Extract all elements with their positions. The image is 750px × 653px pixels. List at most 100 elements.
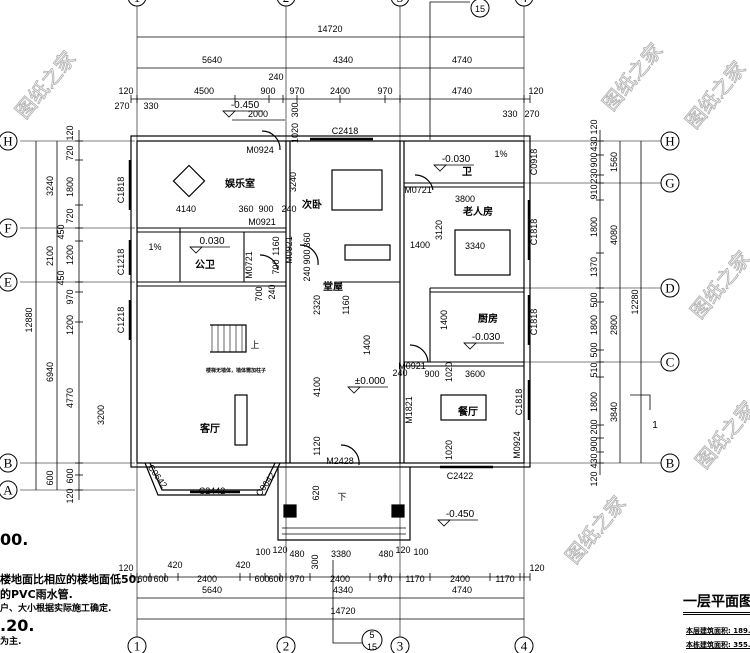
inner-dim: 900 (302, 249, 312, 264)
grid-label-left-circle (0, 453, 18, 473)
inner-dim: 3200 (96, 405, 106, 425)
dim-bottom-bay: 4740 (452, 585, 472, 595)
inner-dim: 1160 (341, 295, 351, 314)
detail-ref-sheet: 15 (475, 4, 485, 14)
opening-code: M0921 (398, 361, 426, 371)
opening-code: C2442 (199, 486, 226, 496)
bed (454, 229, 511, 276)
door-swing (261, 130, 281, 151)
note-line: 楼地面比相应的楼地面低50. (0, 573, 141, 586)
column (283, 504, 297, 518)
note-line: 户、大小根据实际施工确定. (0, 604, 112, 614)
opening-code: M0924 (246, 145, 274, 155)
dim-right-detail: 900 (589, 436, 599, 451)
note-line: .20. (0, 616, 35, 635)
bay-window (144, 462, 281, 496)
dim-right-detail: 910 (589, 184, 599, 199)
dim-bottom-porch: 120 (395, 545, 410, 555)
dim-bottom-porch: 3380 (331, 549, 351, 559)
room-label: 公卫 (195, 259, 215, 271)
section-cut-label: 1 (652, 420, 658, 431)
opening-code: C0918 (529, 149, 539, 176)
bay-window-inner (149, 462, 276, 491)
opening-code: C1218 (116, 307, 126, 334)
grid-label-top: 1 (134, 0, 141, 5)
detail-ref-circle (470, 0, 490, 18)
elevation-mark: -0.030 (472, 332, 501, 343)
opening-code: C1818 (514, 389, 524, 416)
opening-code: C1818 (116, 177, 126, 204)
inner-dim: 3240 (288, 172, 298, 192)
dim-right-detail: 1800 (589, 315, 599, 335)
dim-bottom-detail: 420 (167, 560, 182, 570)
opening-code: C2418 (332, 126, 359, 136)
elevation-mark: ±0.000 (355, 376, 386, 387)
opening-code: M1821 (404, 396, 414, 424)
inner-dim: 2320 (312, 295, 322, 315)
dim-right-detail: 900 (589, 152, 599, 167)
dim-right-mid: 4080 (609, 225, 619, 245)
section-cut-mark (630, 394, 651, 410)
grid-label-right: D (665, 281, 674, 296)
dim-left-detail: 120 (65, 125, 75, 140)
dim-top-detail: 970 (289, 86, 304, 96)
section-ref-sheet: 15 (367, 642, 377, 652)
dim-left-detail: 1800 (65, 177, 75, 197)
dim-right-detail: 500 (589, 292, 599, 307)
dim-bottom-porch: 480 (289, 549, 304, 559)
floor-slope: 1% (148, 242, 161, 252)
dim-bottom-porch: 480 (378, 549, 393, 559)
porch-down-label: 下 (337, 492, 346, 502)
grid-label-bottom-circle (127, 636, 147, 653)
dim-bottom-porch: 300 (310, 554, 320, 569)
dim-top-misc: 330 (502, 109, 517, 119)
dim-right-detail: 430 (589, 453, 599, 468)
drawing-title: 一层平面图 (683, 591, 750, 615)
inner-dim: 700 (254, 286, 264, 301)
dim-top-detail: 120 (528, 86, 543, 96)
opening-code: C2422 (447, 471, 474, 481)
inner-dim: 240 (267, 284, 277, 299)
grid-label-left: H (3, 134, 12, 149)
inner-dim: 1020 (444, 440, 454, 460)
dim-top-bay: 4340 (333, 55, 353, 65)
opening-code: M2428 (326, 456, 354, 466)
inner-dim: 700 (271, 259, 281, 274)
grid-label-left-circle (0, 218, 18, 238)
dim-top-misc: 270 (114, 101, 129, 111)
dim-left-mid: 6940 (45, 362, 55, 382)
dining-table (440, 394, 487, 421)
dim-left-mid: 3240 (45, 176, 55, 196)
opening-code: M0921 (284, 236, 294, 264)
dim-top-bay: 5640 (202, 55, 222, 65)
dim-top-detail: 2400 (330, 86, 350, 96)
dim-bottom-porch: 100 (255, 547, 270, 557)
elevation-triangle (222, 110, 236, 118)
dim-bottom-detail: 2400 (330, 574, 350, 584)
grid-label-right: H (665, 134, 674, 149)
grid-label-right-circle (660, 173, 680, 193)
elevation-triangle (437, 519, 451, 527)
dim-top-detail: 970 (377, 86, 392, 96)
dim-bottom-detail: 600 (137, 574, 152, 584)
stair (210, 324, 247, 353)
watermark: 图纸之家 (690, 397, 750, 474)
opening-code: M0721 (404, 185, 432, 195)
inner-dim: 3600 (465, 369, 485, 379)
opening-code: M0924 (512, 431, 522, 459)
inner-dim: 3120 (434, 220, 444, 240)
room-label: 堂屋 (323, 280, 343, 293)
inner-dim: 900 (258, 204, 273, 214)
dim-top-detail: 240 (268, 72, 283, 82)
elevation-triangle (347, 386, 361, 394)
grid-label-bottom-circle (514, 636, 534, 653)
dim-top-detail: 4740 (452, 86, 472, 96)
dim-left-detail: 450 (56, 270, 66, 285)
opening-code: C1818 (529, 219, 539, 246)
elevation-triangle (189, 246, 203, 254)
dim-right-detail: 1800 (589, 217, 599, 237)
room-label: 客厅 (199, 422, 220, 435)
dim-bottom-detail: 2400 (197, 574, 217, 584)
dim-bottom-detail: 970 (377, 574, 392, 584)
